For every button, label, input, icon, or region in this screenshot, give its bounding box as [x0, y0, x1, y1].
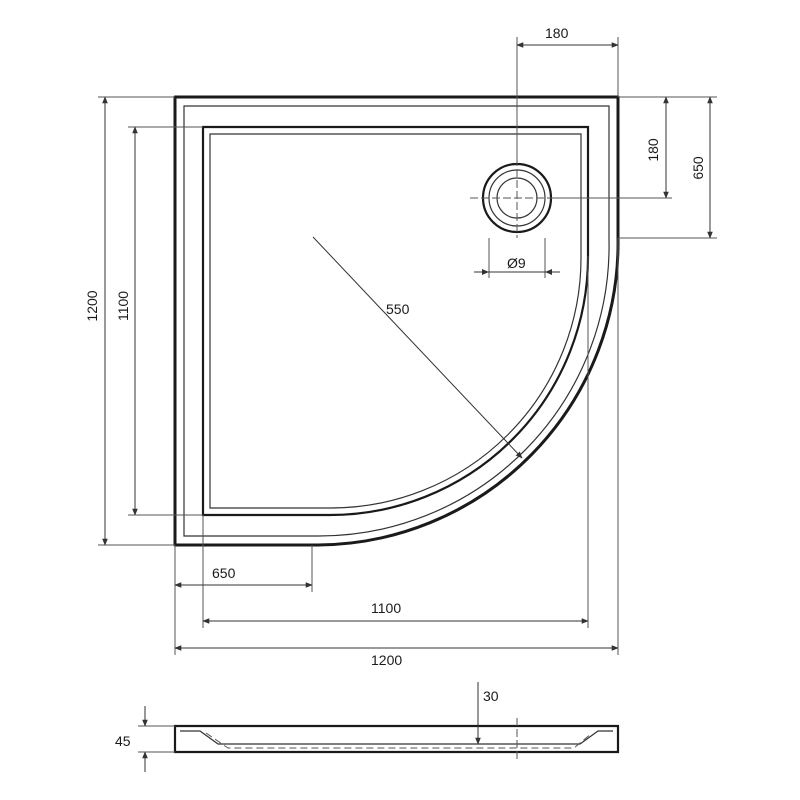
- dimension-top-180: 180: [516, 25, 619, 160]
- tray-rim-line: [183, 105, 610, 537]
- radius-label: 550: [386, 301, 410, 317]
- dimension-bottom: 650 1100 1200: [174, 238, 619, 668]
- side-profile-view: [173, 718, 620, 760]
- dimension-profile-height: 45: [115, 706, 175, 772]
- dim-label-profile-depth: 30: [483, 688, 499, 704]
- drain-diameter-label: Ø9: [507, 255, 526, 271]
- dimension-right: 180 650: [552, 96, 717, 239]
- profile-outline: [173, 724, 620, 754]
- dimension-profile-depth: 30: [475, 682, 499, 745]
- radius-leader: [312, 236, 523, 459]
- dim-label-right-short: 180: [645, 138, 661, 162]
- dim-label-top: 180: [545, 25, 569, 41]
- dim-label-inner-height: 1100: [115, 291, 131, 321]
- dim-label-profile-height: 45: [115, 733, 131, 749]
- dimension-left: 1200 1100: [84, 96, 203, 546]
- tray-basin-outline: [201, 125, 590, 517]
- dim-label-bottom-offset: 650: [212, 565, 236, 581]
- drain-icon: [470, 158, 564, 238]
- tray-outer-outline: [173, 95, 620, 547]
- plan-view: 550 Ø9: [173, 95, 620, 547]
- dim-label-outer-height: 1200: [84, 290, 100, 321]
- tray-basin-inner-line: [209, 133, 582, 509]
- dim-label-outer-width: 1200: [371, 652, 402, 668]
- dim-label-right-long: 650: [690, 156, 706, 180]
- dim-label-inner-width: 1100: [371, 600, 401, 616]
